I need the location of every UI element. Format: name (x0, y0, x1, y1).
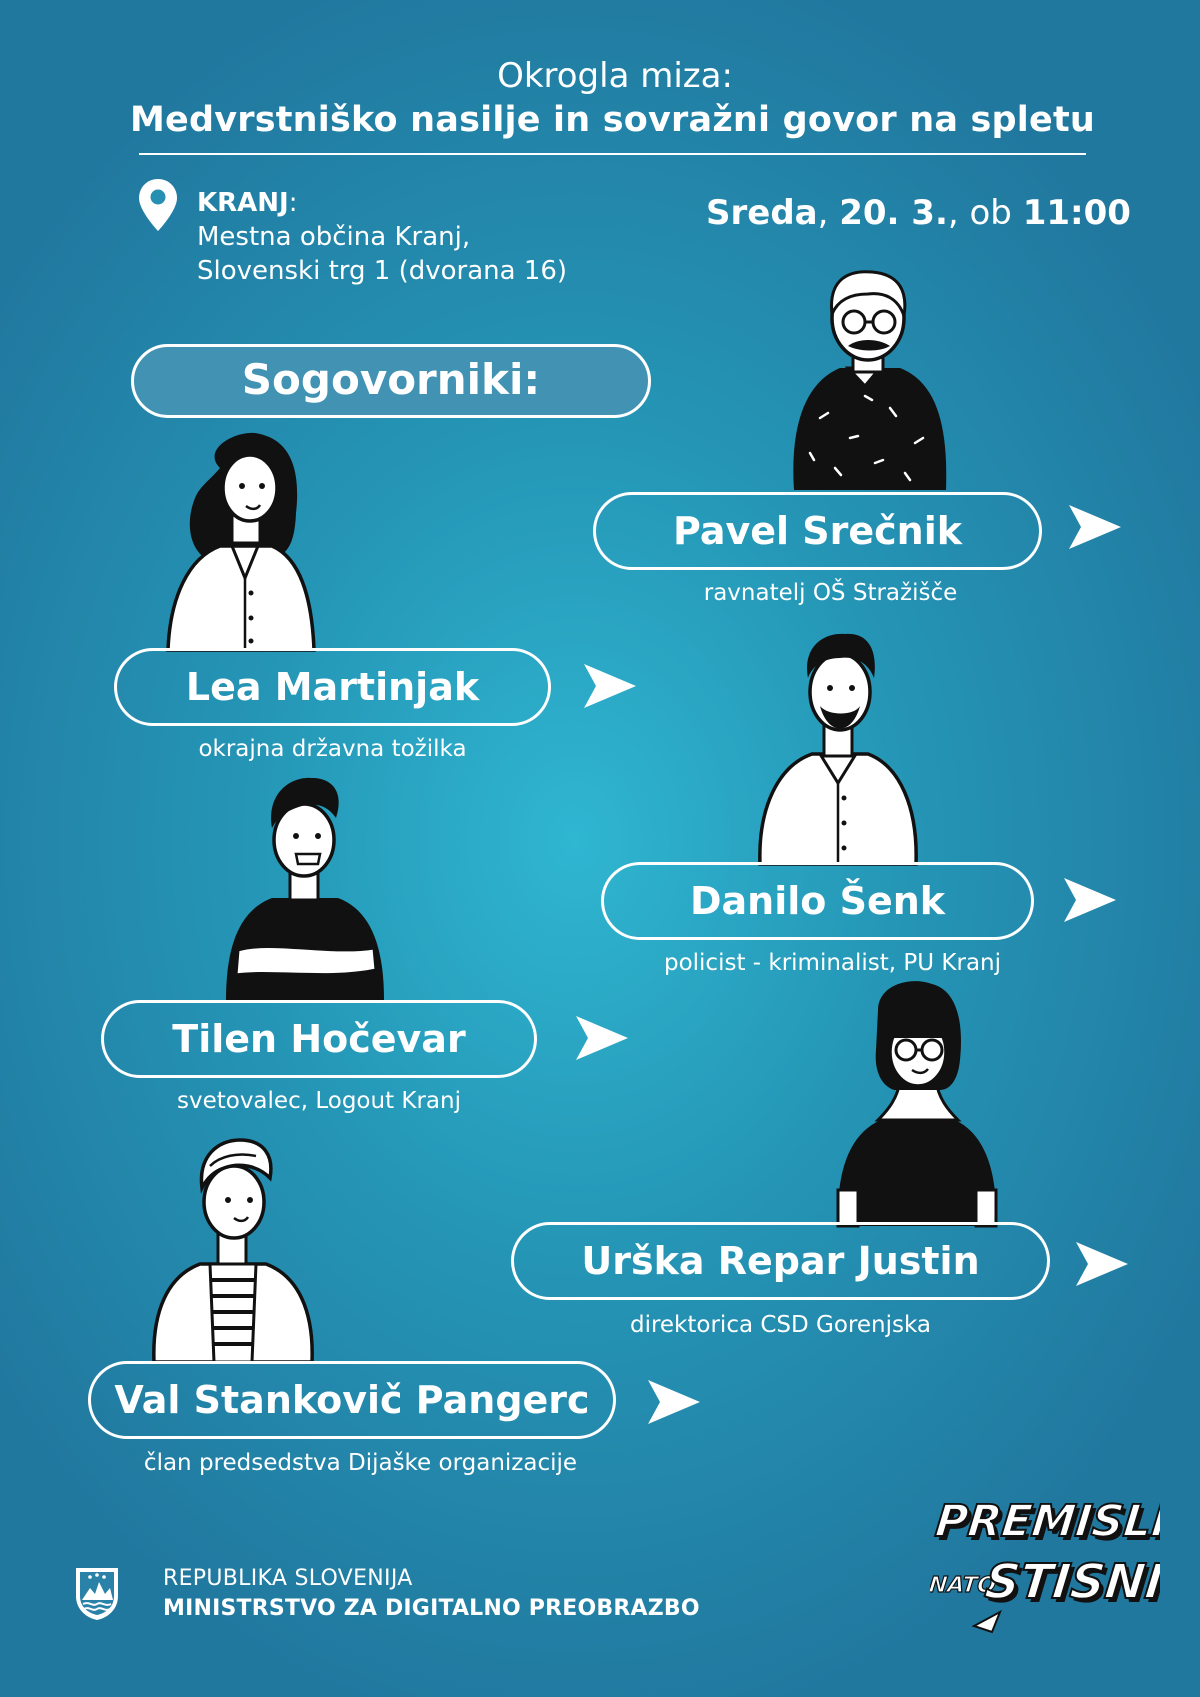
speaker-illustration-val (152, 1138, 314, 1364)
campaign-logo: PREMISLI, PREMISLI, NATO STISNI. STISNI. (930, 1495, 1160, 1634)
speaker-role-tilen: svetovalec, Logout Kranj (176, 1088, 461, 1114)
logo-line-1-shadow: PREMISLI, (937, 1500, 1160, 1551)
send-arrow-icon (971, 1609, 1002, 1634)
event-date: 20. 3. (839, 193, 948, 233)
send-arrow-icon (1076, 1242, 1128, 1286)
date-sep-1: , (817, 193, 840, 233)
speaker-illustration-urska (836, 981, 998, 1228)
event-time: 11:00 (1022, 193, 1131, 233)
speaker-illustration-danilo (758, 633, 918, 866)
speaker-illustration-tilen (226, 777, 384, 1000)
location-line-2: Slovenski trg 1 (dvorana 16) (197, 256, 568, 286)
speaker-name-urska: Urška Repar Justin (511, 1222, 1050, 1300)
speakers-heading: Sogovorniki: (131, 344, 651, 418)
logo-line-1: PREMISLI, (933, 1496, 1160, 1547)
speaker-name-tilen: Tilen Hočevar (101, 1000, 537, 1078)
speaker-name-danilo: Danilo Šenk (601, 862, 1034, 940)
send-arrow-icon (1064, 878, 1116, 922)
location-city-suffix: : (288, 188, 298, 218)
location-city: KRANJ (197, 188, 289, 218)
event-day: Sreda (706, 193, 818, 233)
location-line-1: Mestna občina Kranj, (197, 222, 471, 252)
logo-line-2a: NATO (930, 1573, 997, 1598)
event-type-label: Okrogla miza: (497, 56, 733, 96)
event-location: KRANJ: Mestna občina Kranj, Slovenski tr… (197, 186, 567, 288)
send-arrow-icon (576, 1016, 628, 1060)
speaker-illustration-lea (166, 432, 316, 652)
send-arrow-icon (584, 664, 636, 708)
speaker-role-val: član predsedstva Dijaške organizacije (143, 1450, 578, 1476)
send-arrow-icon (648, 1380, 700, 1424)
speaker-name-lea: Lea Martinjak (114, 648, 551, 726)
speaker-role-lea: okrajna državna tožilka (198, 736, 467, 762)
speaker-name-pavel: Pavel Srečnik (593, 492, 1042, 570)
speaker-name-val: Val Stankovič Pangerc (88, 1361, 616, 1439)
header-divider (139, 153, 1086, 155)
slovenia-coat-of-arms-icon (76, 1568, 118, 1620)
speaker-role-danilo: policist - kriminalist, PU Kranj (663, 950, 1002, 976)
logo-line-2b: STISNI. (982, 1554, 1160, 1610)
logo-line-2b-shadow: STISNI. (986, 1558, 1160, 1614)
speaker-illustration-pavel (793, 270, 947, 490)
location-pin-icon (139, 179, 177, 231)
event-title: Medvrstniško nasilje in sovražni govor n… (130, 100, 1095, 140)
speaker-role-urska: direktorica CSD Gorenjska (629, 1312, 932, 1338)
footer-republic: REPUBLIKA SLOVENIJA (163, 1566, 413, 1591)
date-sep-2: , ob (947, 193, 1023, 233)
event-date-time: Sreda, 20. 3., ob 11:00 (706, 193, 1131, 233)
send-arrow-icon (1069, 505, 1121, 549)
footer-ministry: MINISTRSTVO ZA DIGITALNO PREOBRAZBO (163, 1596, 700, 1621)
speaker-role-pavel: ravnatelj OŠ Stražišče (703, 580, 958, 606)
